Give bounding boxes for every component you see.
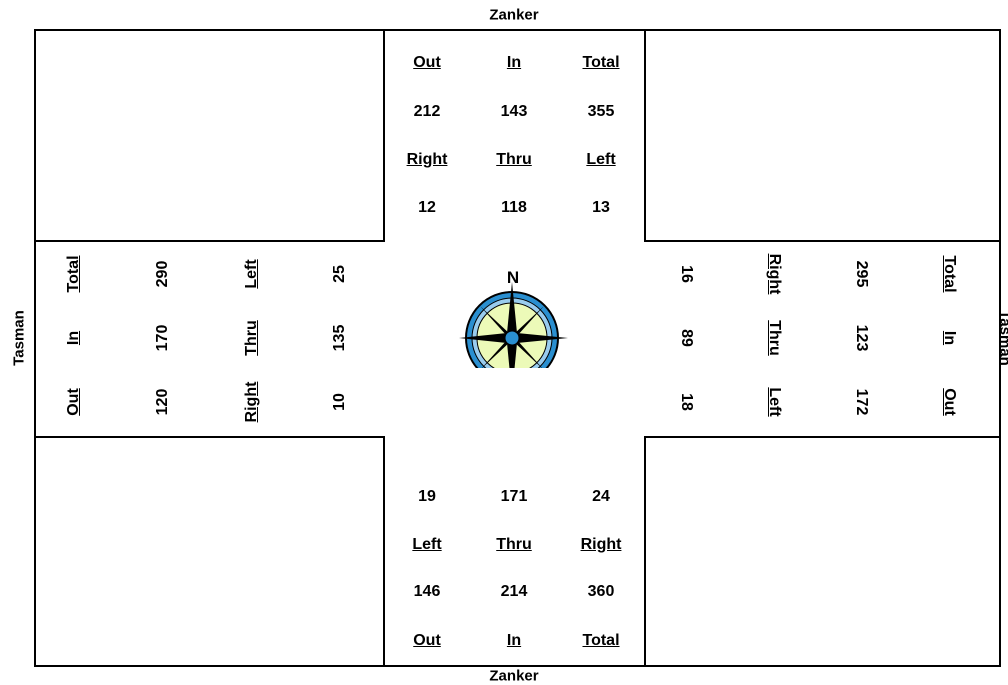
se-block: [645, 437, 1000, 666]
east-header-out: Out: [940, 388, 958, 416]
east-total-out: 172: [852, 389, 870, 416]
compass-center: [505, 331, 519, 345]
west-movement-thru: 135: [331, 325, 349, 352]
south-movement-right: 24: [592, 488, 610, 506]
compass-north-label: N: [507, 268, 519, 288]
street-name-east: Tasman: [997, 310, 1008, 366]
north-header-in: In: [507, 54, 521, 72]
west-movement-header-right: Right: [243, 382, 261, 423]
south-header-total: Total: [582, 632, 619, 650]
east-total-in: 123: [852, 325, 870, 352]
north-total-sum: 355: [588, 103, 615, 121]
east-movement-header-left: Left: [765, 387, 783, 416]
south-total-sum: 360: [588, 583, 615, 601]
south-total-in: 214: [501, 583, 528, 601]
west-total-out: 120: [154, 389, 172, 416]
south-movement-header-right: Right: [581, 536, 622, 554]
east-movement-header-right: Right: [765, 254, 783, 295]
south-header-out: Out: [413, 632, 441, 650]
north-movement-right: 12: [418, 199, 436, 217]
north-movement-thru: 118: [501, 199, 527, 217]
east-total-sum: 295: [852, 261, 870, 288]
street-name-north: Zanker: [489, 7, 538, 24]
east-header-total: Total: [940, 255, 958, 292]
north-movement-header-left: Left: [586, 151, 615, 169]
street-name-west: Tasman: [11, 310, 28, 366]
north-header-total: Total: [582, 54, 619, 72]
west-header-total: Total: [65, 255, 83, 292]
west-movement-header-thru: Thru: [243, 320, 261, 356]
north-total-in: 143: [501, 103, 528, 121]
nw-block: [35, 30, 384, 241]
east-movement-right: 16: [677, 265, 695, 283]
west-movement-header-left: Left: [243, 259, 261, 288]
east-movement-left: 18: [677, 393, 695, 411]
west-movement-right: 10: [331, 393, 349, 411]
ne-block: [645, 30, 1000, 241]
south-total-out: 146: [414, 583, 441, 601]
sw-block: [35, 437, 384, 666]
east-movement-header-thru: Thru: [765, 320, 783, 356]
north-total-out: 212: [414, 103, 441, 121]
south-header-in: In: [507, 632, 521, 650]
south-movement-thru: 171: [501, 488, 528, 506]
south-movement-left: 19: [418, 488, 436, 506]
west-header-in: In: [65, 331, 83, 345]
west-movement-left: 25: [331, 265, 349, 283]
south-movement-header-thru: Thru: [496, 536, 532, 554]
north-header-out: Out: [413, 54, 441, 72]
east-header-in: In: [940, 331, 958, 345]
north-movement-header-thru: Thru: [496, 151, 532, 169]
east-movement-thru: 89: [677, 329, 695, 347]
south-movement-header-left: Left: [412, 536, 441, 554]
street-name-south: Zanker: [489, 668, 538, 685]
north-movement-left: 13: [592, 199, 610, 217]
west-total-in: 170: [154, 325, 172, 352]
north-movement-header-right: Right: [407, 151, 448, 169]
west-header-out: Out: [65, 388, 83, 416]
west-total-sum: 290: [154, 261, 172, 288]
